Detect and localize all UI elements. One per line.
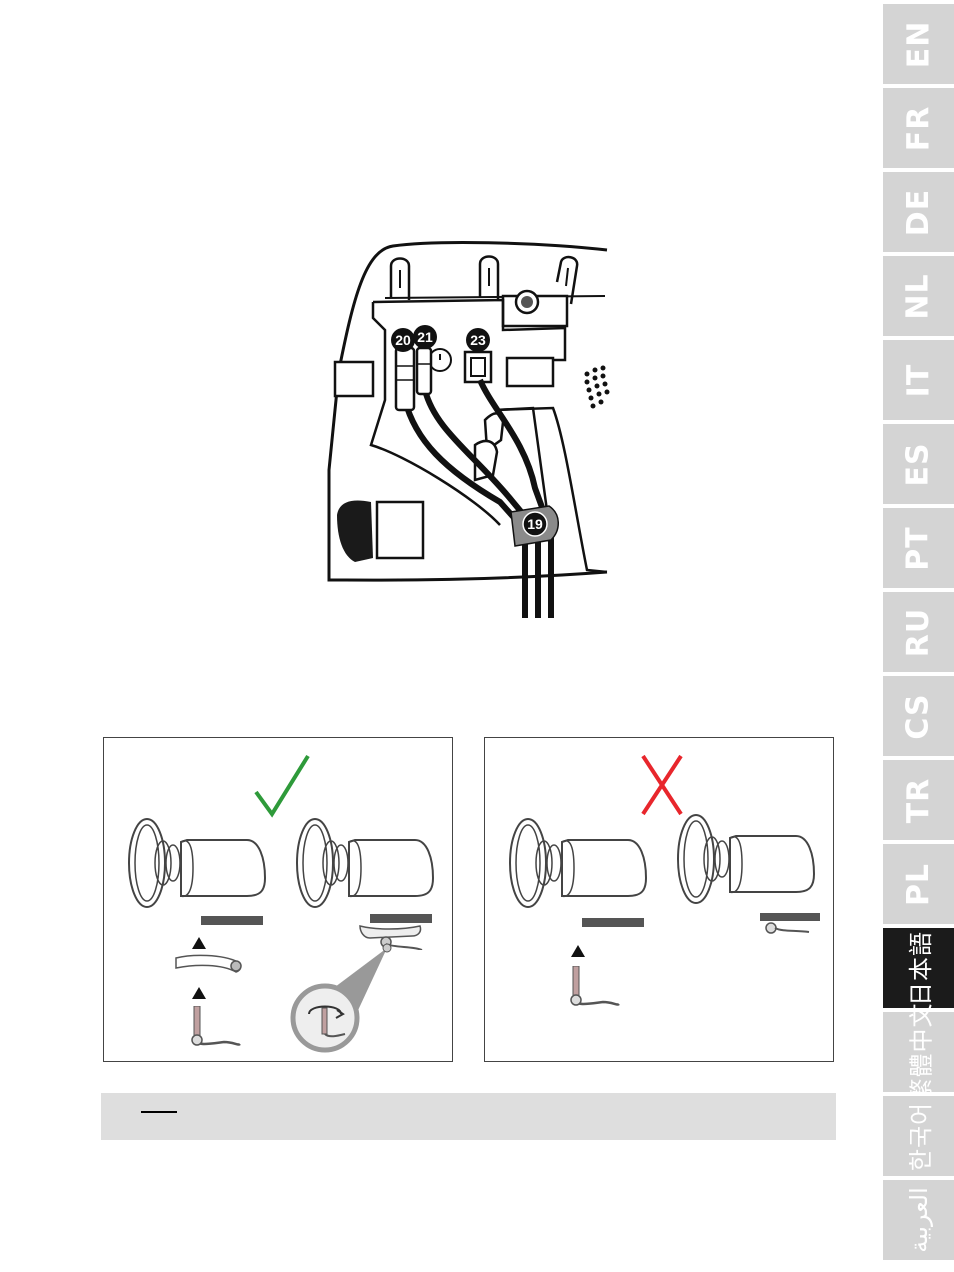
screw-illustration	[191, 1006, 241, 1046]
zoom-detail-illustration	[290, 943, 392, 1053]
language-tab-zh-tw[interactable]: 繁體中文	[883, 1002, 954, 1102]
callout-23-label: 23	[470, 332, 486, 348]
note-label-underline	[141, 1111, 177, 1113]
screw-illustration	[570, 966, 620, 1006]
tab-label: EN	[900, 20, 936, 68]
language-tab-es[interactable]: ES	[883, 424, 954, 504]
language-tab-nl[interactable]: NL	[883, 256, 954, 336]
tab-label: IT	[900, 363, 936, 397]
language-tab-strip: EN FR DE NL IT ES PT RU CS TR PL 日本語 繁體中…	[883, 0, 954, 1272]
desk-edge	[201, 916, 263, 925]
tab-label: PT	[900, 525, 936, 571]
arrow-up-icon	[192, 937, 206, 949]
language-tab-ko[interactable]: 한국어	[883, 1096, 954, 1176]
language-tab-it[interactable]: IT	[883, 340, 954, 420]
tab-label: CS	[901, 692, 936, 740]
language-tab-en[interactable]: EN	[883, 4, 954, 84]
wheel-base-illustration	[509, 818, 648, 908]
tab-label: FR	[901, 105, 936, 151]
callout-21-label: 21	[417, 329, 433, 345]
incorrect-mounting-panel	[484, 737, 834, 1062]
desk-edge	[760, 913, 820, 921]
language-tab-ru[interactable]: RU	[883, 592, 954, 672]
arrow-up-icon	[192, 987, 206, 999]
wheel-base-illustration	[128, 818, 267, 908]
callout-21: 21	[413, 325, 437, 349]
language-tab-de[interactable]: DE	[883, 172, 954, 252]
tab-label: 日本語	[907, 930, 935, 1006]
tab-label: DE	[901, 188, 936, 236]
tab-label: 한국어	[907, 1101, 935, 1171]
callout-20: 20	[391, 328, 415, 352]
language-tab-tr[interactable]: TR	[883, 760, 954, 840]
cable-connection-diagram	[327, 241, 610, 618]
language-tab-ar[interactable]: العربية	[883, 1180, 954, 1260]
tab-label: RU	[901, 607, 936, 657]
language-tab-cs[interactable]: CS	[883, 676, 954, 756]
callout-19: 19	[522, 511, 548, 537]
screw-misplaced-illustration	[765, 922, 810, 934]
tab-label: PL	[900, 862, 936, 906]
desk-edge	[370, 914, 432, 923]
note-bar	[101, 1093, 836, 1140]
tab-label: NL	[900, 272, 936, 320]
checkmark-icon	[254, 754, 310, 818]
clamp-illustration	[175, 954, 242, 973]
cross-icon	[641, 754, 683, 816]
tab-label: TR	[900, 777, 936, 823]
tab-label: العربية	[904, 1187, 933, 1253]
callout-19-label: 19	[527, 516, 543, 532]
callout-20-label: 20	[395, 332, 411, 348]
language-tab-ja[interactable]: 日本語	[883, 928, 954, 1008]
wheel-base-illustration	[296, 818, 435, 908]
correct-mounting-panel	[103, 737, 453, 1062]
wheel-base-illustration	[677, 814, 816, 904]
language-tab-pl[interactable]: PL	[883, 844, 954, 924]
arrow-up-icon	[571, 945, 585, 957]
language-tab-pt[interactable]: PT	[883, 508, 954, 588]
desk-edge	[582, 918, 644, 927]
tab-label: 繁體中文	[907, 1002, 935, 1102]
callout-23: 23	[466, 328, 490, 352]
language-tab-fr[interactable]: FR	[883, 88, 954, 168]
tab-label: ES	[900, 441, 936, 487]
